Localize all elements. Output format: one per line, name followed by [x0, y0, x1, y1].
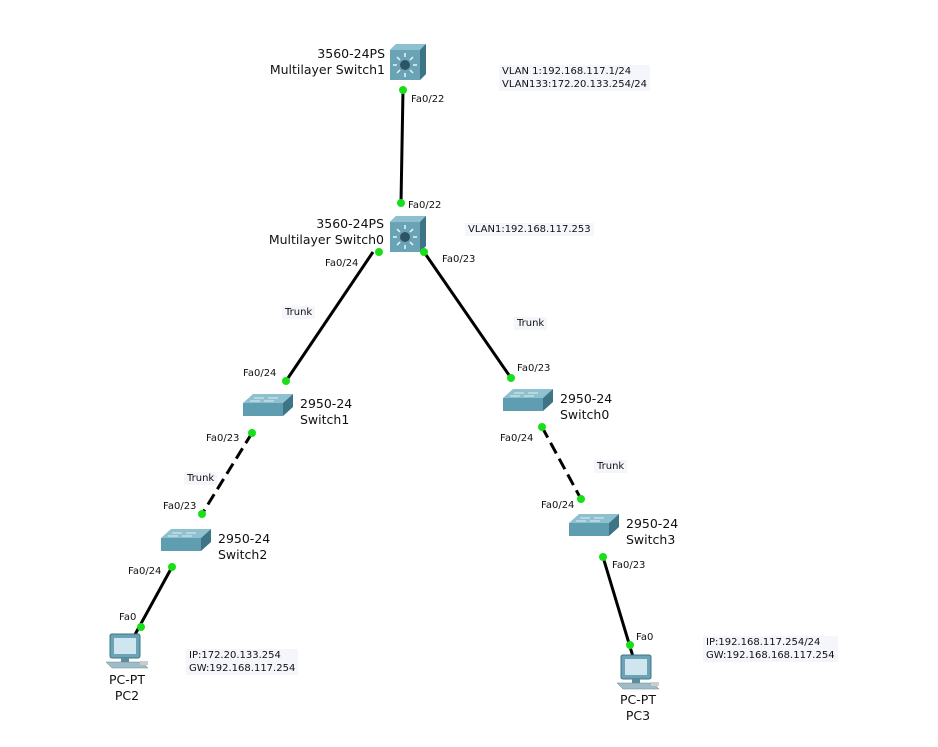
mls1-name: Multilayer Switch1: [270, 62, 385, 77]
mls0-name: Multilayer Switch0: [269, 232, 384, 247]
switch2-icon[interactable]: [160, 528, 212, 552]
switch3-name: Switch3: [626, 532, 675, 547]
pc2-icon[interactable]: [105, 633, 149, 669]
pc2-model: PC-PT: [109, 672, 145, 687]
port-label: Fa0/24: [128, 566, 161, 577]
pc3-model: PC-PT: [620, 692, 656, 707]
switch2-name: Switch2: [218, 547, 267, 562]
link-switch0-switch3[interactable]: [540, 426, 583, 500]
trunk-note: Trunk: [594, 460, 628, 473]
multilayer-switch0-icon[interactable]: [389, 215, 427, 253]
port-label: Fa0/23: [442, 254, 475, 265]
link-mls0-switch0[interactable]: [422, 251, 513, 379]
port-label: Fa0/22: [411, 94, 444, 105]
link-switch1-switch2[interactable]: [200, 432, 254, 515]
port-label: Fa0/22: [408, 200, 441, 211]
port-label: Fa0/23: [517, 363, 550, 374]
trunk-note: Trunk: [282, 306, 316, 319]
port-label: Fa0/24: [500, 433, 533, 444]
switch3-icon[interactable]: [568, 513, 620, 537]
link-mls0-switch1[interactable]: [284, 251, 375, 382]
switch1-model: 2950-24: [300, 396, 352, 411]
switch0-name: Switch0: [560, 407, 609, 422]
multilayer-switch1-icon[interactable]: [389, 43, 427, 81]
link-mls1-mls0[interactable]: [399, 89, 405, 204]
switch0-icon[interactable]: [502, 388, 554, 412]
port-label: Fa0/23: [206, 433, 239, 444]
pc3-name: PC3: [626, 708, 650, 723]
trunk-note: Trunk: [514, 317, 548, 330]
port-label: Fa0/24: [325, 258, 358, 269]
port-label: Fa0/23: [163, 501, 196, 512]
pc3-config-note: IP:192.168.117.254/24 GW:192.168.168.117…: [703, 636, 838, 662]
port-label: Fa0/24: [243, 368, 276, 379]
mls1-model: 3560-24PS: [317, 46, 385, 61]
port-label: Fa0: [119, 612, 136, 623]
trunk-note: Trunk: [184, 472, 218, 485]
pc2-config-note: IP:172.20.133.254 GW:192.168.117.254: [186, 649, 299, 675]
switch0-model: 2950-24: [560, 391, 612, 406]
port-label: Fa0/23: [612, 560, 645, 571]
switch2-model: 2950-24: [218, 531, 270, 546]
port-label: Fa0/24: [541, 500, 574, 511]
pc2-name: PC2: [115, 688, 139, 703]
mls0-model: 3560-24PS: [316, 216, 384, 231]
switch1-name: Switch1: [300, 412, 349, 427]
port-label: Fa0: [636, 632, 653, 643]
mls0-vlan-note: VLAN1:192.168.117.253: [465, 223, 594, 236]
switch1-icon[interactable]: [242, 393, 294, 417]
link-status-dots: [137, 86, 634, 649]
mls1-vlan-note: VLAN 1:192.168.117.1/24 VLAN133:172.20.1…: [499, 65, 651, 91]
pc3-icon[interactable]: [616, 654, 660, 690]
switch3-model: 2950-24: [626, 516, 678, 531]
